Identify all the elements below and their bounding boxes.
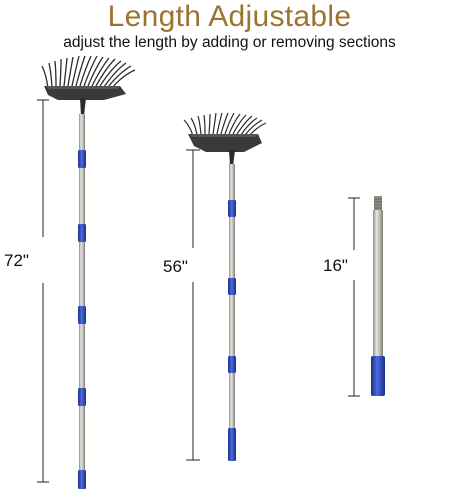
handle-16-group bbox=[348, 196, 385, 397]
length-label-56: 56" bbox=[163, 257, 188, 276]
length-label-72: 72" bbox=[4, 251, 29, 270]
rake-72-group bbox=[37, 55, 136, 489]
dimension-line-16 bbox=[348, 197, 360, 397]
pole-72 bbox=[78, 114, 86, 489]
rake-head-56 bbox=[183, 112, 267, 166]
rake-56-group bbox=[183, 112, 267, 461]
page-subtitle: adjust the length by adding or removing … bbox=[63, 34, 396, 51]
length-label-16: 16" bbox=[323, 256, 348, 275]
rake-head-72 bbox=[41, 55, 136, 116]
page-title: Length Adjustable bbox=[107, 0, 352, 33]
pole-56 bbox=[228, 164, 236, 461]
dimension-line-72 bbox=[37, 99, 49, 483]
handle-section-16 bbox=[371, 196, 385, 396]
dimension-line-56 bbox=[186, 149, 200, 461]
